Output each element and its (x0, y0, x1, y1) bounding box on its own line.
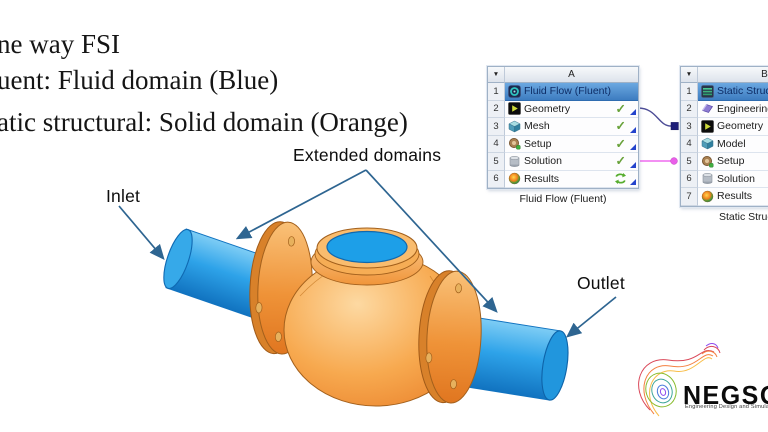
cell-label: Mesh (524, 120, 550, 133)
cell-b5-setup[interactable]: 5 Setup (681, 153, 768, 171)
properties-triangle-icon[interactable] (630, 179, 636, 185)
row-number: 6 (488, 170, 505, 188)
valve-model (163, 221, 569, 407)
row-number: 2 (488, 100, 505, 118)
system-b-caption[interactable]: Static Structural (718, 210, 768, 223)
slide-subtitle-fluent: uent: Fluid domain (Blue) (0, 65, 279, 95)
inlet-label: Inlet (106, 186, 141, 206)
row-number: 3 (488, 118, 505, 136)
cell-b4-model[interactable]: 4 Model (681, 135, 768, 153)
extended-domains-arrow-right (365, 169, 498, 313)
results-icon (508, 173, 521, 185)
cell-a2-geometry[interactable]: 2 Geometry ✓ (488, 100, 638, 118)
properties-triangle-icon[interactable] (630, 144, 636, 150)
cell-label: Solution (524, 155, 562, 168)
cell-label: Results (717, 190, 753, 203)
row-number: 3 (681, 118, 698, 136)
engineering-data-icon (701, 104, 714, 114)
cell-label: Setup (717, 155, 745, 168)
outlet-arrow (566, 296, 617, 338)
row-number: 5 (488, 153, 505, 171)
cell-a5-solution[interactable]: 5 Solution ✓ (488, 153, 638, 171)
left-flange (249, 221, 313, 355)
slide-title-line: ne way FSI (0, 29, 120, 59)
geometry-icon (701, 120, 714, 133)
dropdown-arrow-icon[interactable]: ▼ (681, 67, 698, 83)
dropdown-arrow-icon[interactable]: ▼ (488, 67, 505, 83)
geometry-icon (508, 102, 521, 115)
setup-icon (702, 155, 714, 168)
column-header-b: B (698, 67, 768, 83)
row-number: 1 (488, 83, 505, 101)
row-number: 6 (681, 170, 698, 188)
check-icon: ✓ (615, 119, 626, 133)
extended-domains-label: Extended domains (293, 145, 442, 165)
mesh-icon (508, 120, 521, 133)
system-links (637, 107, 679, 165)
cell-label: Setup (524, 137, 552, 150)
geometry-link-square (670, 122, 679, 131)
check-icon: ✓ (615, 154, 626, 168)
row-number: 1 (681, 83, 698, 101)
extended-domains-arrow-left (235, 169, 367, 240)
row-number: 4 (488, 135, 505, 153)
right-flange (418, 270, 482, 404)
solution-setup-link-dot (670, 157, 678, 165)
cell-b1-static-structural[interactable]: 1 Static Structural (681, 83, 768, 101)
cell-label: Geometry (717, 120, 764, 133)
cell-a4-setup[interactable]: 4 Setup ✓ (488, 135, 638, 153)
geometry-link-line (637, 107, 672, 127)
cell-label: Engineering Data (717, 102, 768, 115)
slide-subtitle-structural: atic structural: Solid domain (Orange) (0, 107, 408, 137)
row-number: 2 (681, 100, 698, 118)
cell-a6-results[interactable]: 6 Results (488, 170, 638, 188)
row-number: 7 (681, 188, 698, 206)
cell-b7-results[interactable]: 7 Results (681, 188, 768, 206)
top-port (310, 227, 424, 286)
row-number: 5 (681, 153, 698, 171)
fluid-disc (326, 230, 408, 264)
properties-triangle-icon[interactable] (630, 161, 636, 168)
outlet-pipe (426, 310, 569, 401)
cell-label: Model (717, 137, 746, 150)
cell-b2-engineering-data[interactable]: 2 Engineering Data (681, 100, 768, 118)
fluent-icon (508, 84, 521, 98)
inlet-pipe (163, 228, 293, 325)
system-a-caption[interactable]: Fluid Flow (Fluent) (519, 193, 607, 205)
solution-icon (509, 155, 520, 167)
properties-triangle-icon[interactable] (630, 109, 636, 115)
cell-label: Static Structural (717, 85, 768, 98)
logo-tagline: Engineering Design and Simulations (685, 404, 768, 410)
outlet-label: Outlet (577, 273, 625, 293)
column-header-a: A (505, 67, 638, 83)
model-icon (701, 137, 714, 150)
solution-icon (702, 173, 713, 185)
check-icon: ✓ (615, 101, 626, 116)
cell-label: Solution (717, 172, 755, 185)
wb-system-fluid-flow: ▼ A 1 Fluid Flow (Fluent) 2 Geometry ✓ 3… (487, 66, 639, 205)
cell-b6-solution[interactable]: 6 Solution (681, 170, 768, 188)
properties-triangle-icon[interactable] (630, 126, 636, 133)
inlet-arrow (118, 205, 165, 260)
cell-label: Fluid Flow (Fluent) (524, 85, 611, 98)
cell-label: Results (524, 172, 560, 185)
cell-a1-fluid-flow[interactable]: 1 Fluid Flow (Fluent) (488, 83, 638, 101)
setup-icon (509, 138, 521, 150)
results-icon (701, 190, 714, 202)
cell-label: Geometry (524, 102, 571, 115)
valve-body (283, 253, 469, 407)
refresh-required-icon (615, 173, 626, 185)
cell-b3-geometry[interactable]: 3 Geometry (681, 118, 768, 136)
check-icon: ✓ (615, 136, 626, 151)
static-structural-icon (701, 84, 714, 98)
row-number: 4 (681, 135, 698, 153)
cell-a3-mesh[interactable]: 3 Mesh ✓ (488, 118, 638, 136)
wb-system-static-structural: ▼ B 1 Static Structural 2 Engineering Da… (680, 66, 768, 223)
